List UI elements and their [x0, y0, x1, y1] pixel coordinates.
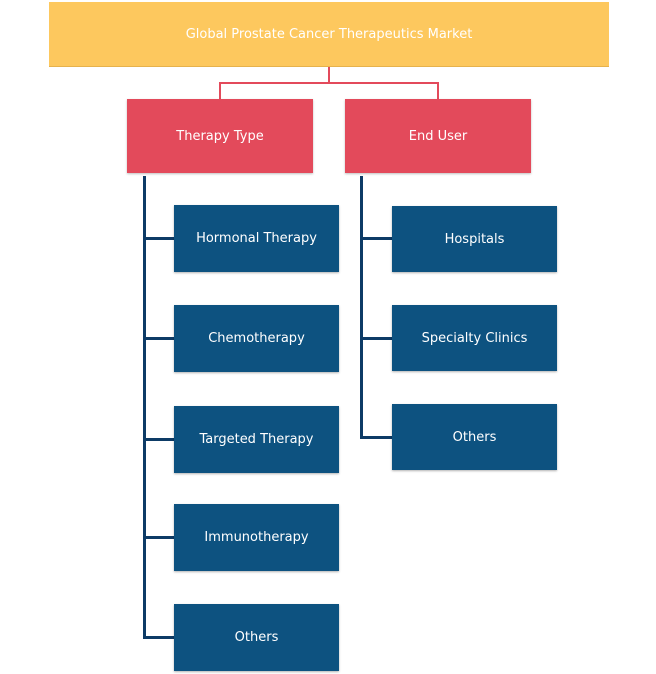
tree-trunk-therapy-type [143, 176, 146, 639]
tree-branch [360, 436, 392, 439]
category-end-user: End User [345, 99, 531, 173]
leaf-label: Specialty Clinics [421, 330, 528, 346]
leaf-immunotherapy: Immunotherapy [174, 504, 339, 571]
leaf-others-end-user: Others [392, 404, 557, 470]
leaf-label: Others [452, 429, 497, 445]
connector-root-left [219, 82, 221, 99]
leaf-chemotherapy: Chemotherapy [174, 305, 339, 372]
leaf-targeted-therapy: Targeted Therapy [174, 406, 339, 473]
leaf-hospitals: Hospitals [392, 206, 557, 272]
category-label: Therapy Type [176, 128, 264, 144]
leaf-label: Hospitals [444, 231, 505, 247]
tree-trunk-end-user [360, 176, 363, 439]
leaf-label: Targeted Therapy [199, 432, 314, 447]
tree-branch [360, 237, 392, 240]
connector-root-right [437, 82, 439, 99]
tree-branch [360, 337, 392, 340]
leaf-specialty-clinics: Specialty Clinics [392, 305, 557, 371]
tree-branch [143, 237, 174, 240]
root-node: Global Prostate Cancer Therapeutics Mark… [49, 2, 609, 67]
connector-root-stem [328, 67, 330, 83]
leaf-label: Immunotherapy [204, 530, 309, 545]
leaf-hormonal-therapy: Hormonal Therapy [174, 205, 339, 272]
category-therapy-type: Therapy Type [127, 99, 313, 173]
tree-branch [143, 536, 174, 539]
leaf-label: Others [234, 630, 279, 645]
tree-branch [143, 438, 174, 441]
leaf-label: Chemotherapy [208, 331, 305, 346]
category-label: End User [408, 128, 468, 144]
connector-root-bar [219, 82, 439, 84]
leaf-others-therapy: Others [174, 604, 339, 671]
root-label: Global Prostate Cancer Therapeutics Mark… [185, 26, 473, 42]
tree-branch [143, 337, 174, 340]
leaf-label: Hormonal Therapy [196, 231, 317, 246]
tree-branch [143, 636, 174, 639]
